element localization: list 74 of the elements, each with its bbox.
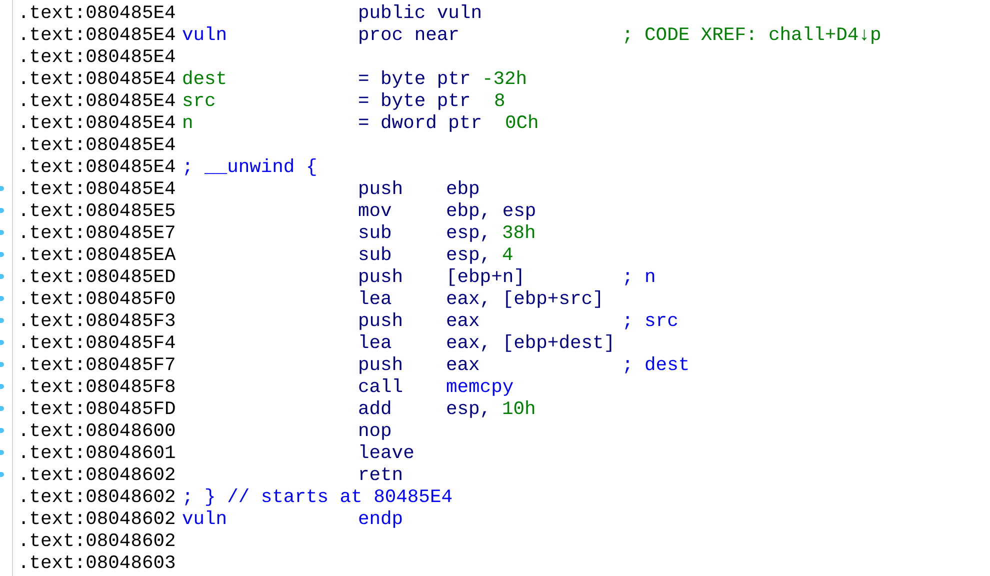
code-text: mov [358,200,392,222]
address-text: .text:080485FD [18,398,176,420]
code-text: eax [446,354,480,376]
code-text: 0Ch [505,112,539,134]
address-text: .text:08048602 [18,464,176,486]
code-text: proc near [358,24,460,46]
code-text: ; __unwind { [182,156,318,178]
code-text: call [358,376,404,398]
code-text: dest [182,68,228,90]
code-text: push [358,354,404,376]
code-text: add [358,398,392,420]
address-text: .text:08048603 [18,552,176,574]
code-text: ; CODE XREF: chall+D4↓p [622,24,882,46]
code-text: 8 [494,90,506,112]
code-text: memcpy [446,376,514,398]
address-text: .text:080485E4 [18,178,176,200]
address-text: .text:080485E4 [18,46,176,68]
address-text: .text:080485F7 [18,354,176,376]
code-text: eax, [ebp+src] [446,288,604,310]
address-text: .text:080485E5 [18,200,176,222]
address-text: .text:080485E4 [18,68,176,90]
address-text: .text:08048602 [18,486,176,508]
code-text: push [358,178,404,200]
code-text: push [358,266,404,288]
address-text: .text:08048602 [18,508,176,530]
code-text: sub [358,222,392,244]
address-text: .text:080485E4 [18,112,176,134]
code-text: lea [358,332,392,354]
code-text: eax [446,310,480,332]
code-text: esp, [446,398,492,420]
address-text: .text:080485E7 [18,222,176,244]
code-text: -32h [482,68,528,90]
code-text: vuln [182,24,228,46]
address-text: .text:08048602 [18,530,176,552]
code-text: = byte ptr [358,68,471,90]
address-text: .text:080485EA [18,244,176,266]
code-text: leave [358,442,414,464]
code-text: push [358,310,404,332]
code-text: ; src [622,310,678,332]
address-text: .text:08048601 [18,442,176,464]
code-text: ; dest [622,354,690,376]
code-text: ebp [446,178,480,200]
code-text: [ebp+n] [446,266,525,288]
code-text: retn [358,464,404,486]
code-text: n [182,112,194,134]
address-text: .text:080485E4 [18,156,176,178]
code-text: public vuln [358,2,482,24]
code-text: nop [358,420,392,442]
code-text: = byte ptr [358,90,471,112]
code-text: ; } // starts at 80485E4 [182,486,452,508]
address-text: .text:080485F3 [18,310,176,332]
address-text: .text:080485E4 [18,24,176,46]
address-text: .text:080485E4 [18,134,176,156]
address-text: .text:080485ED [18,266,176,288]
code-text: ebp, esp [446,200,536,222]
code-text: vuln [182,508,228,530]
code-text: esp, [446,244,492,266]
address-text: .text:08048600 [18,420,176,442]
code-text: endp [358,508,404,530]
code-text: 10h [502,398,536,420]
code-text: = dword ptr [358,112,482,134]
address-text: .text:080485F0 [18,288,176,310]
address-text: .text:080485E4 [18,90,176,112]
code-text: eax, [ebp+dest] [446,332,616,354]
code-text: lea [358,288,392,310]
address-text: .text:080485F4 [18,332,176,354]
code-text: sub [358,244,392,266]
code-text: 38h [502,222,536,244]
address-text: .text:080485E4 [18,2,176,24]
code-text: 4 [502,244,514,266]
address-text: .text:080485F8 [18,376,176,398]
code-text: esp, [446,222,492,244]
code-text: ; n [622,266,656,288]
code-text: src [182,90,216,112]
